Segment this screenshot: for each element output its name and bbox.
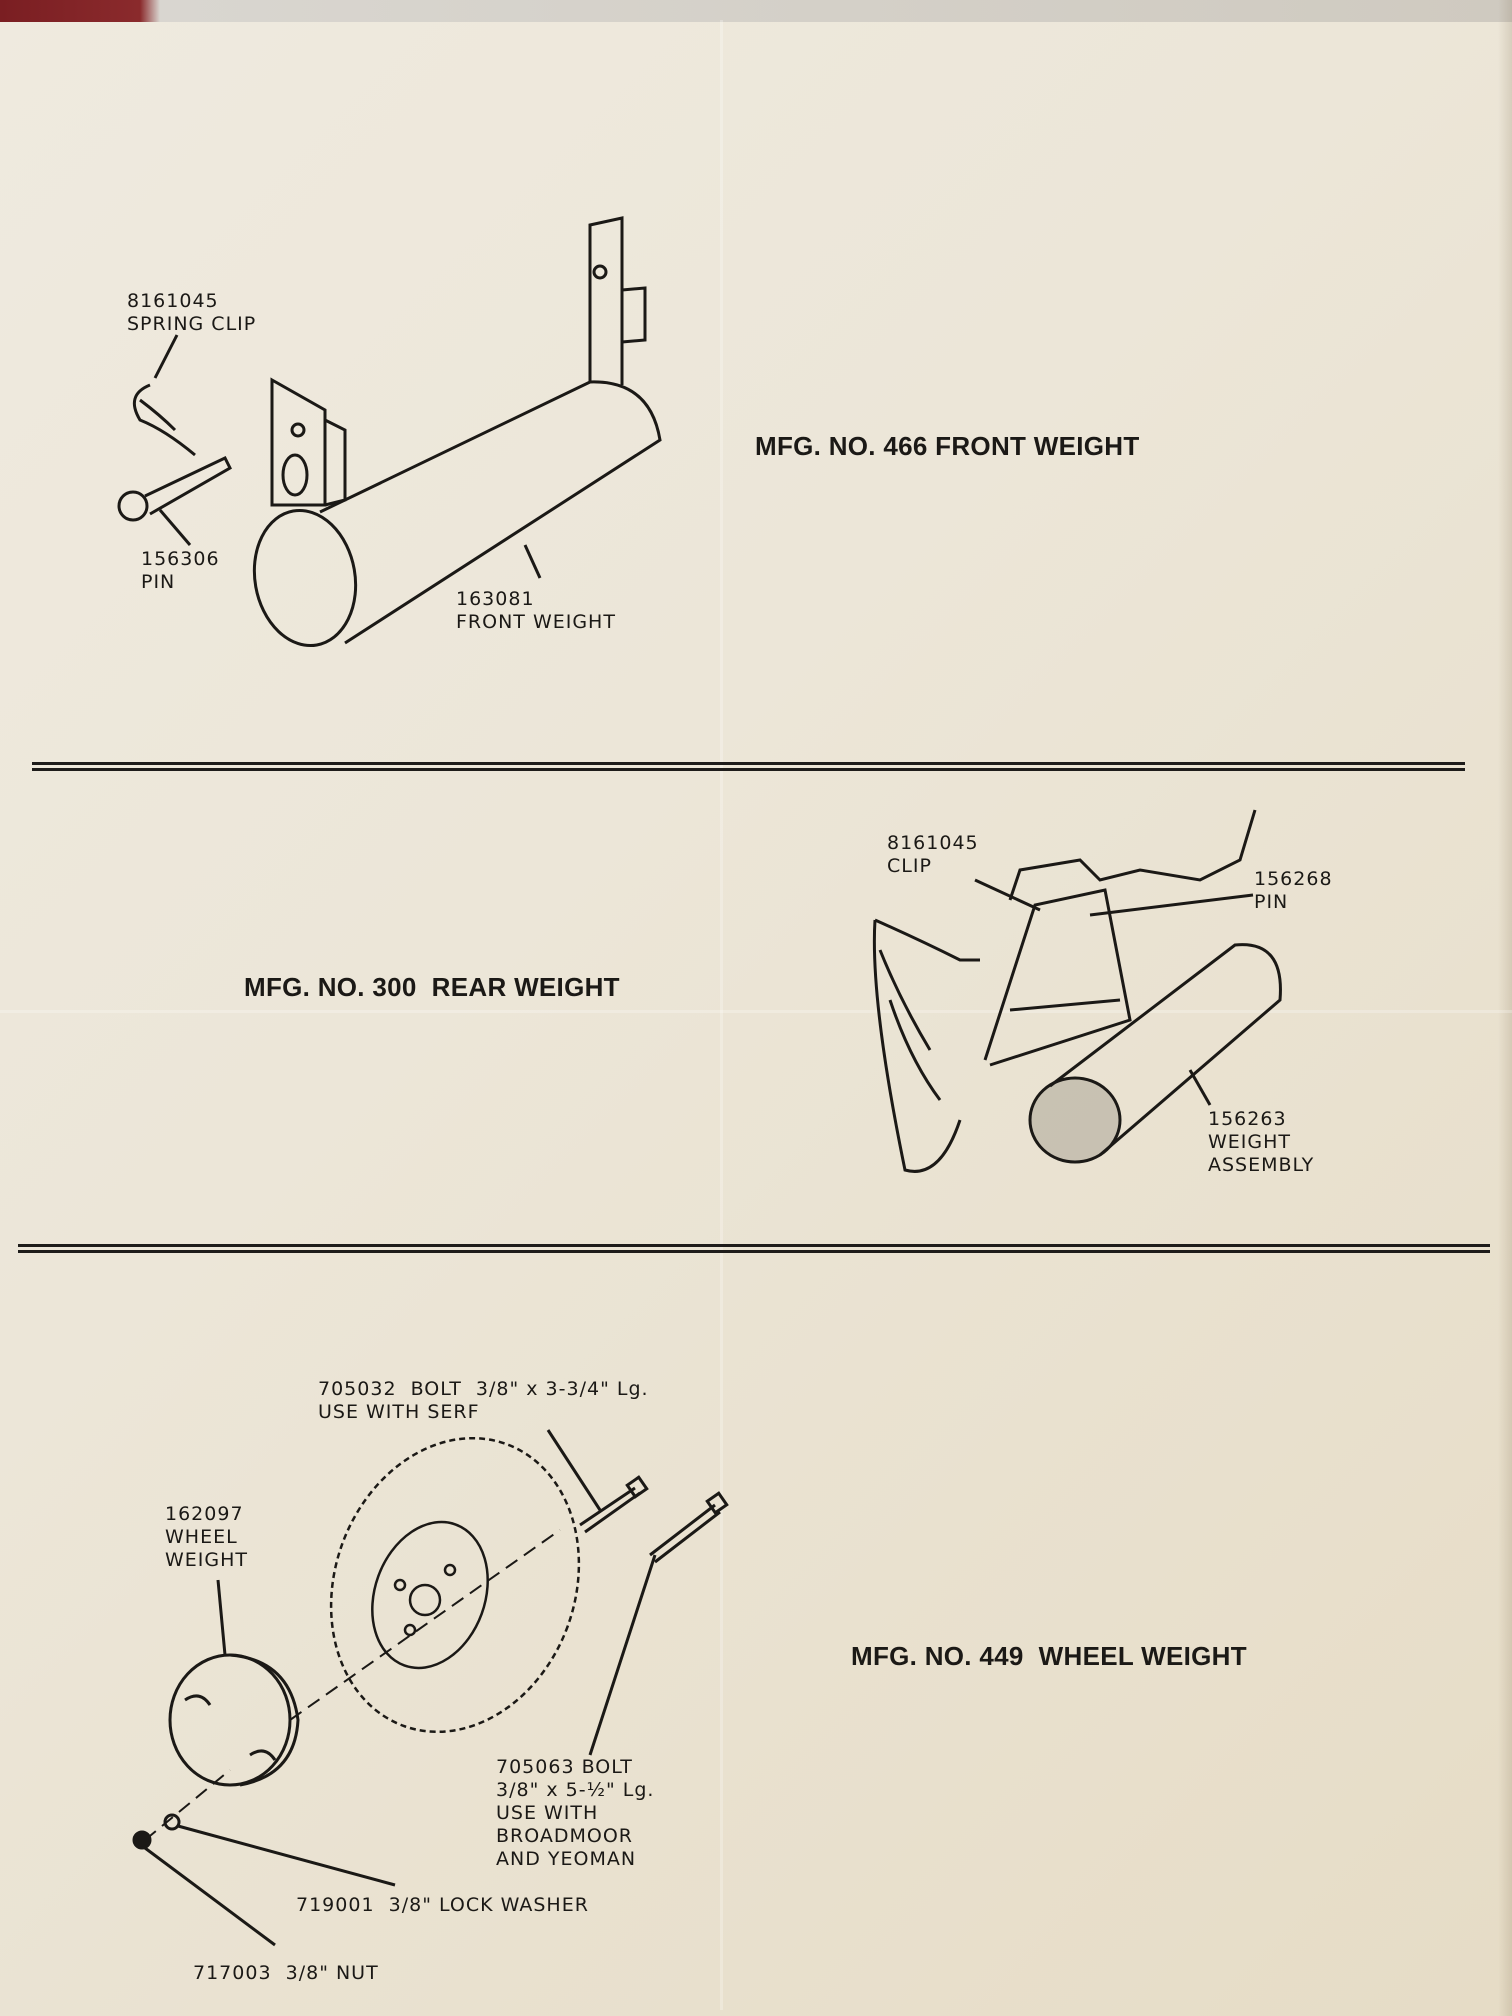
section-title-front-weight: MFG. NO. 466 FRONT WEIGHT [755,431,1140,461]
section-title-rear-weight: MFG. NO. 300 REAR WEIGHT [244,972,620,1002]
paper-fold [720,20,723,2010]
part-name: WHEEL [165,1526,238,1548]
rear-weight-drawing [872,809,1282,1173]
part-number: 8161045 [887,832,979,854]
wheel-weight-drawing [168,1579,300,1787]
part-name: PIN [141,571,176,593]
part-number: 163081 [456,588,535,610]
part-name: WEIGHT [165,1549,249,1571]
wheel-drawing [329,1436,581,1734]
bolts-drawing [144,1429,729,1841]
part-label-lock-washer: 719001 3/8" LOCK WASHER [296,1894,589,1917]
paper-fold [0,1010,1512,1013]
part-line: 705063 BOLT [496,1756,633,1778]
part-name: PIN [1254,891,1289,913]
section-divider [32,762,1465,771]
part-line: USE WITH [496,1802,599,1824]
part-line: 3/8" x 5-½" Lg. [496,1779,655,1801]
part-label-nut: 717003 3/8" NUT [193,1962,379,1985]
part-line: AND YEOMAN [496,1848,637,1870]
part-line: USE WITH SERF [318,1401,480,1423]
part-line: BROADMOOR [496,1825,633,1847]
photo-background-strip [0,0,1512,22]
part-number: 162097 [165,1503,244,1525]
washer-and-nut-drawing [132,1813,396,1947]
part-number: 156306 [141,548,220,570]
section-title-wheel-weight: MFG. NO. 449 WHEEL WEIGHT [851,1641,1247,1671]
part-number: 156268 [1254,868,1333,890]
part-name: WEIGHT [1208,1131,1292,1153]
part-line: 705032 BOLT 3/8" x 3-3/4" Lg. [318,1378,649,1400]
part-name: CLIP [887,855,932,877]
spring-clip-drawing [132,334,196,457]
part-name: FRONT WEIGHT [456,611,616,633]
part-name: ASSEMBLY [1208,1154,1315,1176]
part-label-bolt-705032: 705032 BOLT 3/8" x 3-3/4" Lg.USE WITH SE… [318,1378,649,1424]
paper-edge-shadow [1498,0,1512,2016]
part-number: 8161045 [127,290,219,312]
front-weight-drawing [252,216,662,648]
part-line: 719001 3/8" LOCK WASHER [296,1894,589,1916]
pin-drawing [117,456,232,546]
part-number: 156263 [1208,1108,1287,1130]
part-line: 717003 3/8" NUT [193,1962,379,1984]
part-name: SPRING CLIP [127,313,257,335]
section-divider [18,1244,1490,1253]
